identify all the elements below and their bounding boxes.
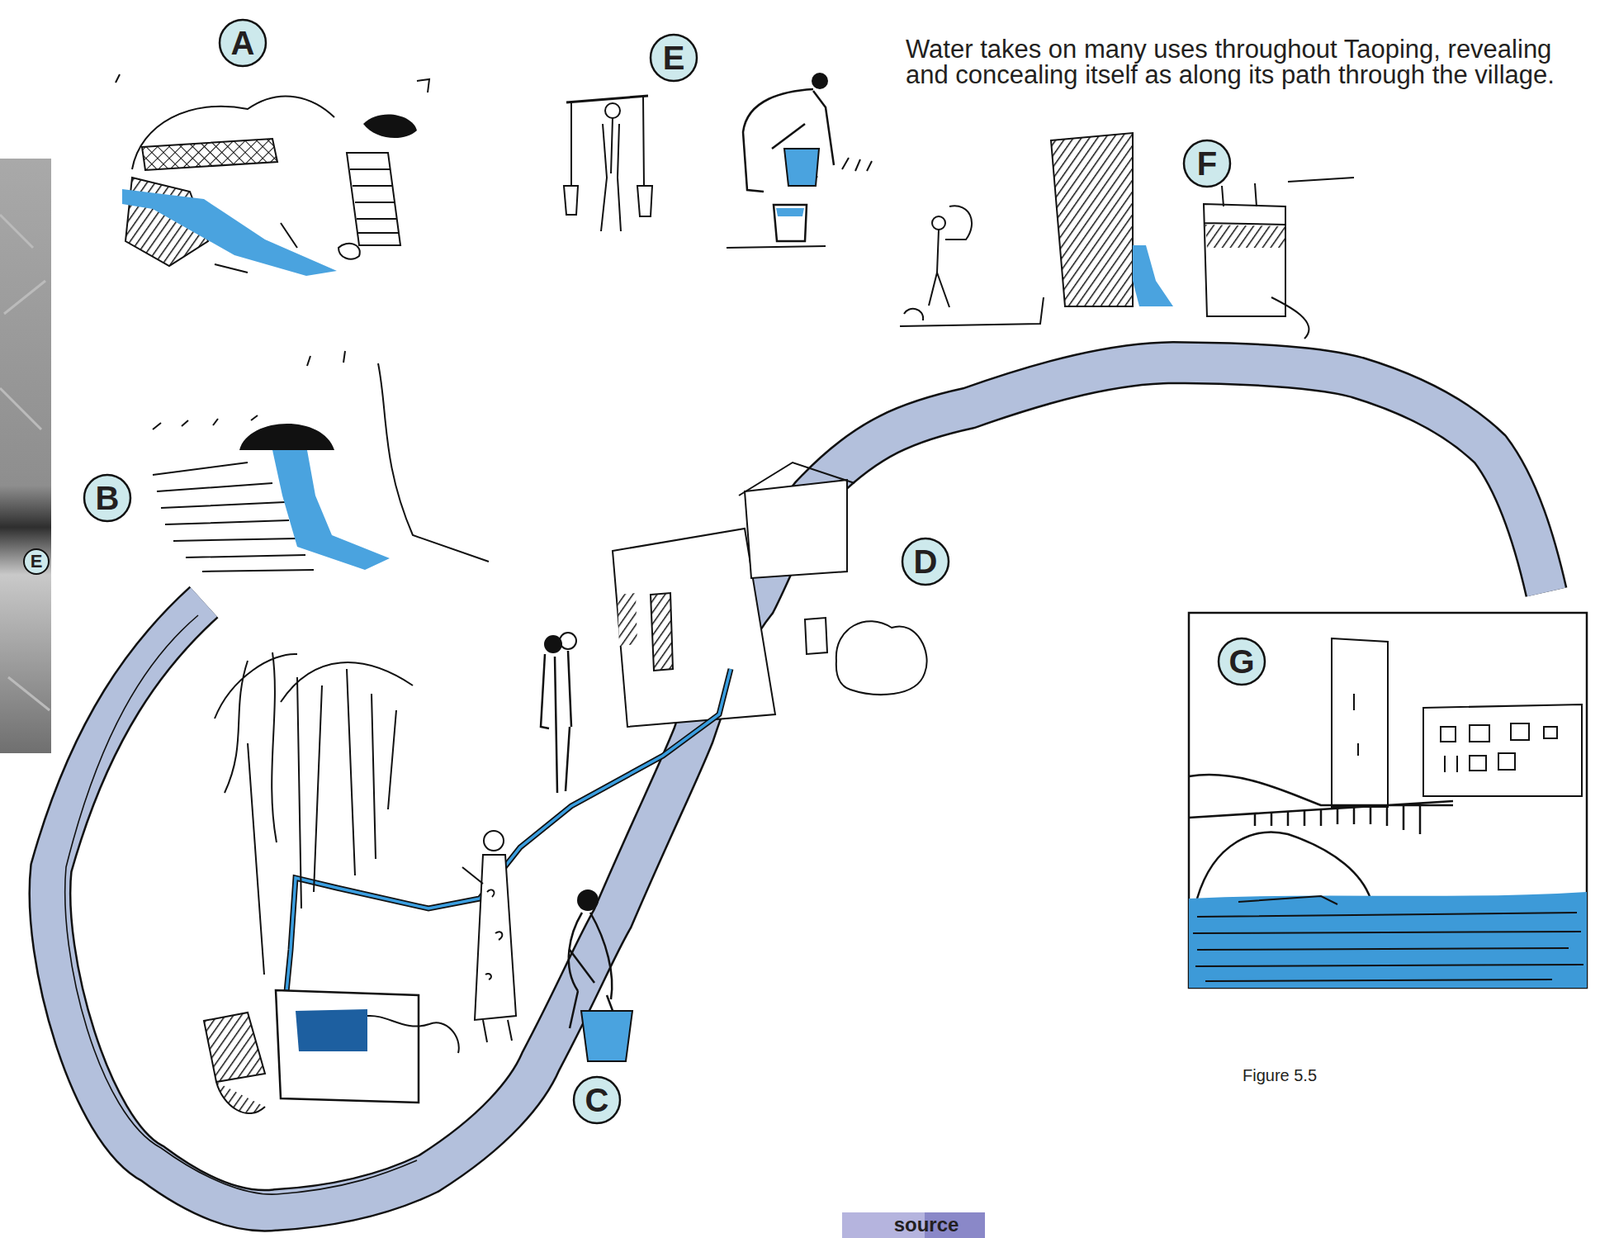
figure-head	[605, 103, 621, 119]
band-sketch-line	[65, 615, 417, 1194]
circle-shape	[219, 19, 266, 67]
basket-sketch	[203, 1012, 266, 1113]
figure-head	[811, 72, 829, 90]
panel-letter: A	[231, 26, 256, 60]
photo-texture	[0, 214, 50, 711]
figure-sketch	[743, 89, 834, 192]
figure-sketch	[462, 866, 512, 1042]
figure-sketch	[571, 96, 644, 232]
figure-head	[483, 830, 504, 851]
carrying-pole	[566, 95, 649, 103]
railing-sketch	[1254, 804, 1421, 834]
bridge-sketch	[142, 138, 278, 171]
letter-circle: E	[648, 33, 699, 83]
window-sketch	[617, 592, 638, 646]
figure-sketch	[928, 205, 972, 308]
doorway-sketch	[650, 592, 673, 671]
panel-letter: E	[662, 41, 686, 75]
figure-head	[559, 632, 577, 649]
river-water	[1188, 891, 1587, 988]
stairs-sketch	[346, 152, 401, 246]
photo-strip	[0, 158, 52, 753]
bush-sketch	[836, 620, 928, 695]
stream-water	[122, 189, 337, 276]
letter-circle: G	[1216, 636, 1267, 687]
sketch-line	[378, 363, 489, 562]
circle-shape	[650, 34, 697, 81]
letter-circle: B	[82, 473, 133, 523]
ground-line	[899, 297, 1044, 327]
bucket-sketch	[773, 204, 807, 242]
figure-caption: Figure 5.5	[1242, 1065, 1317, 1085]
note-text: Water takes on many uses throughout Taop…	[905, 36, 1575, 88]
washing-basin	[581, 1010, 633, 1061]
letter-circle: E	[22, 547, 51, 576]
bridge-sketch	[1188, 774, 1454, 899]
falling-water	[272, 449, 390, 570]
panel-letter: F	[1197, 146, 1217, 180]
shadow-sketch	[363, 113, 417, 138]
spout-sketch	[239, 423, 335, 450]
building-sketch	[1203, 203, 1286, 317]
letter-circle: A	[217, 18, 268, 68]
rock-sketch	[214, 222, 360, 273]
panel-letter: B	[95, 481, 120, 515]
letter-circle: C	[572, 1074, 622, 1125]
panel-letter: E	[30, 552, 43, 571]
tower-sketch	[1331, 638, 1388, 807]
sketch-line	[1221, 177, 1354, 339]
figure-head	[932, 216, 946, 230]
circle-shape	[1218, 638, 1265, 685]
letter-circle: D	[900, 536, 951, 587]
water-ripples	[1192, 895, 1584, 981]
photo-frame	[1188, 612, 1587, 988]
sketch-marks	[152, 350, 346, 430]
circle-shape	[23, 549, 49, 574]
water-tank	[275, 989, 419, 1103]
tab-label: source	[868, 1213, 985, 1236]
doorway-sketch	[1050, 132, 1133, 307]
tree-sketch	[214, 652, 413, 975]
panel-letter: D	[913, 544, 938, 578]
roof-sketch	[1205, 224, 1285, 248]
circle-shape	[1183, 140, 1231, 187]
pipe-outline	[285, 668, 731, 1021]
bucket-water	[784, 148, 819, 186]
circle-shape	[573, 1076, 621, 1123]
building-sketch	[1423, 704, 1582, 796]
bucket-sketch	[563, 185, 653, 217]
letter-circle: F	[1182, 138, 1232, 189]
sketch-line	[367, 1015, 460, 1053]
flowing-water	[1132, 245, 1174, 307]
window-sketch	[1440, 723, 1558, 772]
sketch-line	[115, 74, 430, 170]
figure-sketch	[540, 650, 572, 793]
ground-line	[726, 157, 872, 248]
circle-shape	[84, 474, 131, 521]
roof-sketch	[738, 462, 855, 654]
water-pipe	[285, 668, 731, 1021]
circle-shape	[902, 538, 949, 585]
house-sketch	[744, 479, 848, 578]
figure-head	[577, 889, 599, 911]
panel-letter: G	[1228, 644, 1255, 678]
bucket-water	[776, 208, 805, 217]
figure-dress	[474, 854, 516, 1020]
tank-water	[295, 1008, 368, 1051]
panel-letter: C	[585, 1083, 610, 1117]
